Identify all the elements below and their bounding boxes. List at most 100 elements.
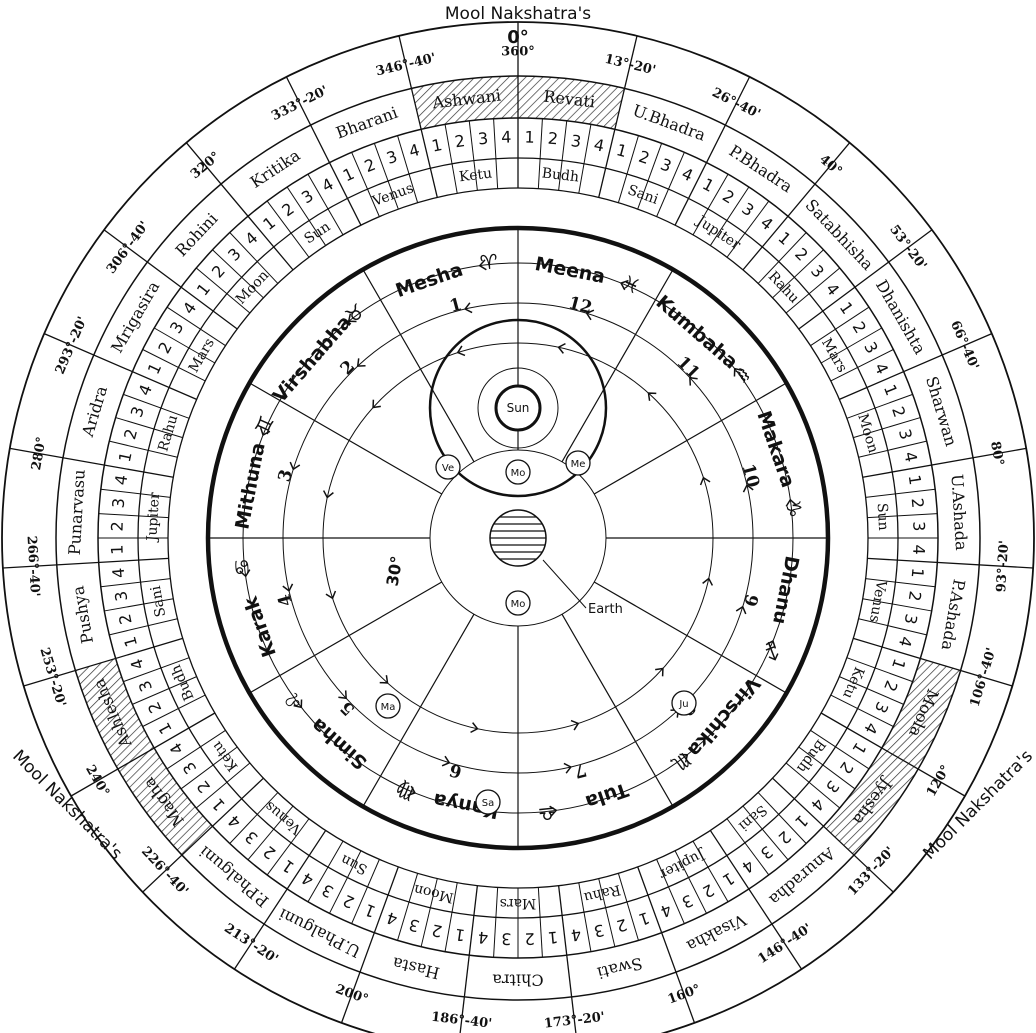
nakshatra-divider-23 (798, 229, 933, 330)
pada-number: 2 (430, 920, 444, 941)
pada-number: 1 (719, 869, 738, 891)
nakshatra-name-sharwan: Sharwan (922, 374, 961, 448)
pada-number: 2 (154, 339, 176, 357)
house-number-2: 2 (337, 357, 360, 380)
pada-number: 1 (888, 656, 909, 672)
degree-label-16: 146°-40' (755, 921, 814, 967)
degree-label-19: 106°-40' (968, 646, 1000, 709)
lord-label-6: Jupiter (144, 492, 163, 544)
lord-label-4: Mars (186, 336, 218, 376)
pada-number: 2 (905, 590, 925, 603)
rashi-divider-4 (249, 581, 443, 694)
rashi-divider-1 (362, 269, 475, 463)
pada-number: 4 (738, 856, 757, 877)
pada-number: 4 (807, 794, 828, 814)
pada-number: 4 (179, 298, 200, 317)
pada-number: 3 (860, 339, 882, 357)
pada-number: 4 (407, 140, 422, 161)
pada-divider-93 (785, 267, 841, 314)
nakshatra-name-anuradha: Anuradha (765, 843, 839, 910)
pada-divider-9 (307, 174, 344, 236)
pada-number: 3 (166, 318, 188, 337)
pada-number: 2 (719, 186, 738, 208)
house-number-4: 4 (274, 592, 296, 609)
pada-divider-10 (286, 186, 327, 246)
house-number-11: 11 (673, 353, 704, 384)
pada-divider-90 (820, 327, 882, 364)
orbit-arrow (282, 583, 294, 593)
sun-label: Sun (507, 401, 530, 415)
nakshatra-name-hasta: Hasta (390, 953, 441, 983)
pada-number: 4 (384, 908, 400, 929)
pada-number: 1 (636, 908, 652, 929)
nakshatra-divider-9 (70, 712, 216, 797)
planet-circle-ju (671, 690, 697, 716)
pada-number: 3 (109, 497, 129, 509)
pada-divider-7 (351, 152, 380, 217)
pada-number: 4 (477, 928, 489, 948)
nakshatra-name-bharani: Bharani (333, 103, 400, 143)
pada-number: 1 (144, 360, 166, 377)
earth-pointer (542, 559, 587, 609)
pada-number: 2 (144, 699, 166, 716)
pada-number: 4 (241, 228, 261, 249)
lord-label-15: Jupiter (656, 845, 709, 882)
pada-divider-67 (757, 792, 807, 844)
pada-number: 3 (135, 678, 156, 694)
lord-label-19: Venus (866, 578, 889, 623)
degree-label-13: 186°-40' (430, 1010, 492, 1032)
pada-divider-83 (865, 488, 936, 498)
orbit-arrow (289, 461, 301, 471)
lord-label-22: Mars (818, 336, 850, 376)
pada-divider-102 (637, 143, 663, 210)
pada-number: 3 (570, 131, 583, 151)
pada-divider-65 (726, 818, 770, 876)
pada-number: 4 (109, 567, 129, 579)
degree-label-9: 240° (82, 763, 112, 800)
pada-number: 2 (774, 827, 794, 848)
pada-divider-19 (142, 349, 206, 382)
pada-number: 2 (888, 404, 909, 420)
pada-number: 4 (871, 360, 893, 377)
pada-divider-103 (617, 135, 639, 203)
pada-divider-74 (839, 676, 904, 705)
pada-divider-5 (397, 135, 419, 203)
degree-label-21: 80° (987, 440, 1006, 467)
rashi-name-virschika: Virschika (683, 672, 764, 761)
pada-divider-26 (98, 513, 169, 519)
rashi-divider-8 (593, 581, 787, 694)
rashi-name-mithuna: Mithuna (231, 441, 269, 531)
pada-divider-13 (229, 232, 279, 284)
planet-label-mo: Mo (511, 468, 526, 479)
lord-label-7: Sani (148, 584, 169, 618)
rashi-glyph-kanya: ♍ (392, 777, 418, 806)
pada-divider-38 (180, 746, 238, 790)
orbit-arrow (563, 762, 573, 774)
nakshatra-divider-13 (459, 885, 479, 1033)
pada-divider-43 (266, 818, 310, 876)
orbit-arrow (470, 722, 479, 734)
pada-number: 4 (224, 811, 245, 832)
pada-number: 2 (193, 777, 214, 797)
pada-divider-86 (853, 417, 921, 439)
pada-divider-82 (867, 513, 938, 519)
pada-number: 1 (154, 719, 176, 737)
planet-label-ma: Ma (381, 702, 396, 713)
rashi-name-karak: Karak (240, 593, 281, 659)
pada-number: 3 (224, 244, 245, 265)
pada-divider-30 (104, 598, 174, 612)
pada-number: 2 (108, 521, 127, 532)
lord-label-14: Rahu (582, 881, 622, 905)
pada-number: 4 (895, 634, 916, 649)
pada-divider-3 (444, 124, 458, 194)
orbit-arrow (549, 805, 558, 817)
orbit-arrow (679, 753, 689, 763)
pada-divider-23 (109, 440, 178, 458)
nakshatra-divider-7 (2, 557, 169, 569)
pada-divider-78 (862, 598, 932, 612)
pada-number: 4 (501, 128, 512, 147)
pada-number: 4 (592, 135, 606, 156)
pada-divider-53 (493, 887, 499, 958)
nakshatra-divider-26 (598, 35, 638, 198)
